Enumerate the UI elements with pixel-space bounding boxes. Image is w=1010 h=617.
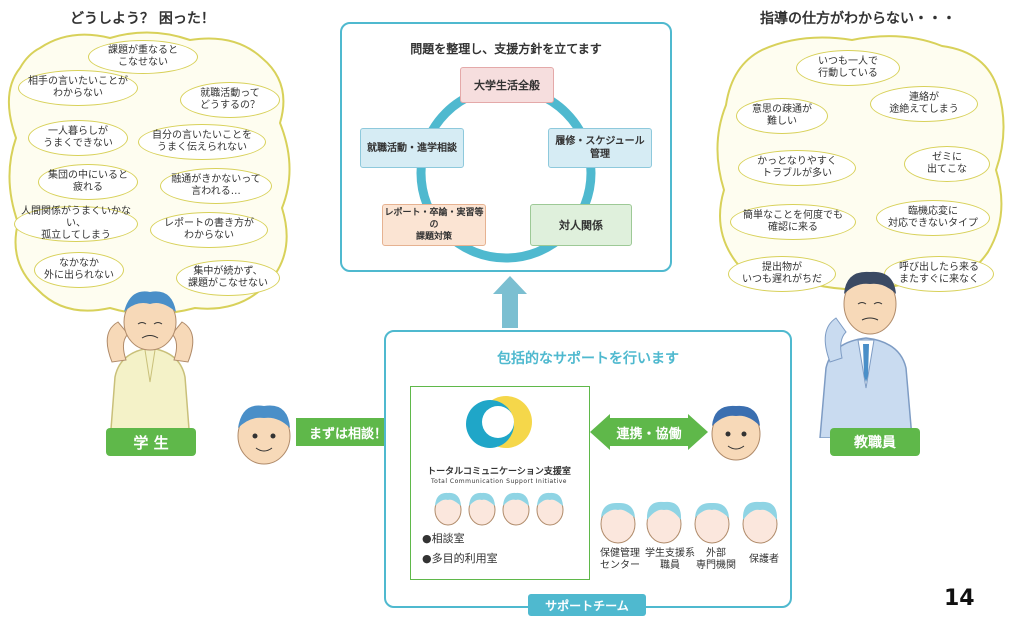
student-bubble-10: なかなか 外に出られない <box>34 252 124 288</box>
staff-bubble-9: 呼び出したら来る またすぐに来なく <box>884 256 994 292</box>
policy-node-schedule: 履修・スケジュール 管理 <box>548 128 652 168</box>
student-bubble-9: レポートの書き方が わからない <box>150 212 268 248</box>
student-bubble-1: 課題が重なると こなせない <box>88 40 198 74</box>
coop-label: 連携・協働 <box>616 426 682 442</box>
staff-bubble-1: いつも一人で 行動している <box>796 50 900 86</box>
staff-label: 教職員 <box>830 428 920 456</box>
staff-bubble-3: 連絡が 途絶えてしまう <box>870 86 978 122</box>
student-bubble-8: 人間関係がうまくいかない、 孤立してしまう <box>14 206 138 242</box>
student-bubble-5: 自分の言いたいことを うまく伝えられない <box>138 124 266 160</box>
staff-bubble-8: 提出物が いつも遅れがちだ <box>728 256 836 292</box>
counselor-faces-icon <box>434 492 564 526</box>
staff-bubble-2: 意思の疎通が 難しい <box>736 98 828 134</box>
staff-bubble-5: ゼミに 出てこな <box>904 146 990 182</box>
staff-figure <box>819 271 913 438</box>
student-heading: どうしよう？ 困った！ <box>70 11 215 27</box>
staff-heading: 指導の仕方がわからない・・・ <box>760 11 956 27</box>
support-box-title: 包括的なサポートを行います <box>497 351 679 367</box>
student-bubble-3: 就職活動って どうするの？ <box>180 82 280 118</box>
policy-node-campus-life: 大学生活全般 <box>460 67 554 103</box>
center-logo-icon <box>466 396 532 448</box>
up-arrow <box>493 276 527 328</box>
center-name: トータルコミュニケーション支援室 <box>427 467 571 477</box>
student-bubble-6: 集団の中にいると 疲れる <box>38 164 138 200</box>
student-bubble-7: 融通がきかないって 言われる… <box>160 168 272 204</box>
policy-node-relationships: 対人関係 <box>530 204 632 246</box>
policy-node-career: 就職活動・進学相談 <box>360 128 464 168</box>
student-face-icon <box>237 405 291 465</box>
room-consultation: ●相談室 <box>422 532 465 545</box>
team-member-student-affairs: 学生支援系 職員 <box>645 548 695 571</box>
coop-arrow <box>590 414 708 450</box>
policy-node-report: レポート・卒論・実習等の 課題対策 <box>382 204 486 246</box>
room-multipurpose: ●多目的利用室 <box>422 552 498 565</box>
student-bubble-11: 集中が続かず、 課題がこなせない <box>176 260 280 296</box>
staff-bubble-4: かっとなりやすく トラブルが多い <box>738 150 856 186</box>
student-bubble-4: 一人暮らしが うまくできない <box>28 120 128 156</box>
student-figure <box>106 291 194 442</box>
staff-face-icon <box>711 405 761 461</box>
staff-bubble-7: 臨機応変に 対応できないタイプ <box>876 200 990 236</box>
page-number: 14 <box>944 586 975 611</box>
team-member-guardian: 保護者 <box>749 554 779 565</box>
center-name-en: Total Communication Support Initiative <box>431 478 567 485</box>
team-member-external: 外部 専門機関 <box>696 548 736 571</box>
policy-box-title: 問題を整理し、支援方針を立てます <box>410 42 602 56</box>
team-member-health: 保健管理 センター <box>600 548 640 571</box>
student-label: 学 生 <box>106 428 196 456</box>
student-bubble-2: 相手の言いたいことが わからない <box>18 70 138 106</box>
staff-bubble-6: 簡単なことを何度でも 確認に来る <box>730 204 856 240</box>
consult-label: まずは相談！ <box>308 426 387 442</box>
team-label: サポートチーム <box>528 594 646 616</box>
team-faces-icon <box>600 501 778 544</box>
